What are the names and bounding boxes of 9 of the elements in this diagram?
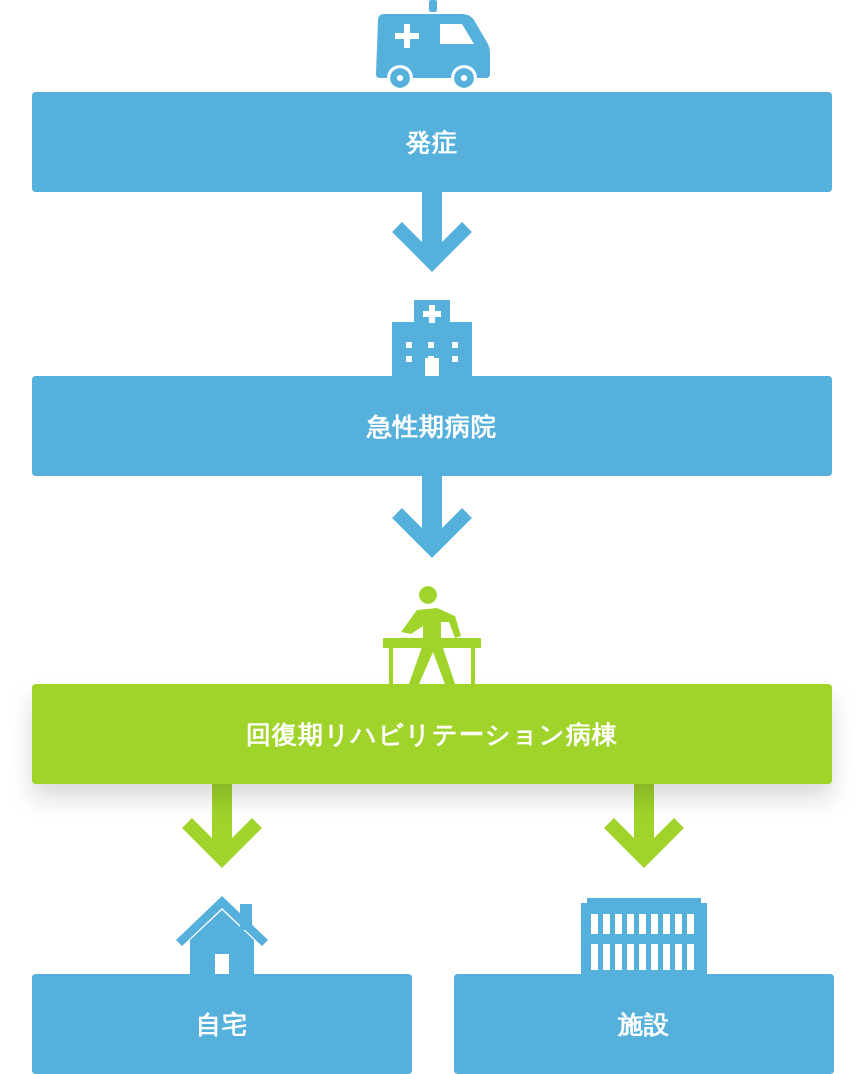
down-arrow	[390, 192, 474, 269]
stage-label: 回復期リハビリテーション病棟	[246, 718, 618, 751]
stage-label: 施設	[618, 1008, 670, 1041]
down-arrow	[390, 476, 474, 555]
down-arrow	[180, 784, 264, 865]
down-arrow	[602, 784, 686, 865]
stage-label: 急性期病院	[367, 410, 497, 443]
stage-label: 自宅	[196, 1008, 248, 1041]
stage-label: 発症	[406, 126, 458, 159]
